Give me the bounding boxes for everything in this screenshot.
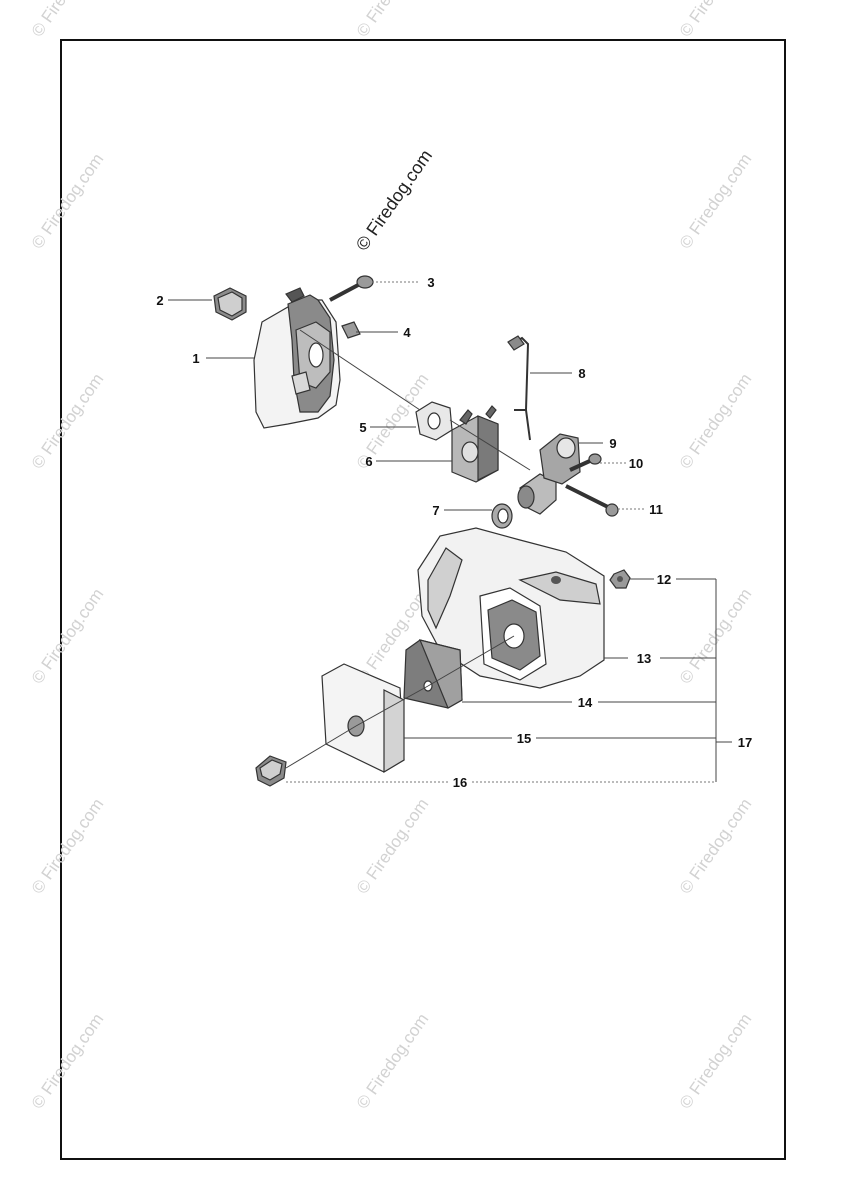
watermark-text: © Firedog.com [28,150,108,252]
nut-icon [609,569,631,589]
callout-2: 2 [156,293,163,308]
bolt-icon [565,484,619,517]
watermark-text: © Firedog.com [353,1010,433,1112]
callout-4: 4 [403,325,411,340]
gasket-icon [415,401,453,441]
callout-9: 9 [609,436,616,451]
callout-8: 8 [578,366,585,381]
callout-3: 3 [427,275,434,290]
watermark-text: © Firedog.com [676,795,756,897]
callout-13: 13 [637,651,651,666]
air-filter-cover-icon [321,663,405,774]
screw-icon [329,275,374,302]
watermark-main: © Firedog.com [352,146,436,254]
callout-17: 17 [738,735,752,750]
watermark-grid: © Firedog.com © Firedog.com © Firedog.co… [28,0,756,1112]
seal-ring-icon [491,503,513,529]
watermark-text: © Firedog.com [28,370,108,472]
watermark-text: © Firedog.com [28,795,108,897]
callout-11: 11 [649,502,663,517]
air-filter-icon [403,639,463,709]
carburetor-icon [451,405,499,483]
callout-16: 16 [453,775,467,790]
watermark-text: © Firedog.com [676,370,756,472]
watermark-text: © Firedog.com [28,0,108,40]
air-filter-housing-icon [417,527,605,689]
carburetor-cover-icon [253,287,341,429]
callout-1: 1 [192,351,199,366]
throttle-rod-icon [507,335,531,441]
callout-14: 14 [578,695,593,710]
nut-plate-icon [341,321,361,339]
watermark-text: © Firedog.com [353,795,433,897]
watermark-text: © Firedog.com [676,150,756,252]
callout-labels: 1 2 3 4 5 6 7 8 9 10 11 12 13 14 15 16 1… [156,275,752,790]
diagram-frame [60,39,786,1160]
assembly-lines [285,329,531,769]
knob-icon [255,755,287,787]
watermark-text: © Firedog.com [28,1010,108,1112]
watermark-text: © Firedog.com [28,585,108,687]
screw-icon [569,453,602,472]
intake-adapter-icon [517,433,581,515]
callout-7: 7 [432,503,439,518]
callout-6: 6 [365,454,372,469]
callout-15: 15 [517,731,531,746]
watermark-text: © Firedog.com [353,0,433,40]
callout-10: 10 [629,456,643,471]
watermark-text: © Firedog.com [676,1010,756,1112]
callout-12: 12 [657,572,671,587]
callout-5: 5 [359,420,366,435]
watermark-text: © Firedog.com [676,0,756,40]
leader-lines [168,281,732,783]
grommet-icon [213,287,247,321]
